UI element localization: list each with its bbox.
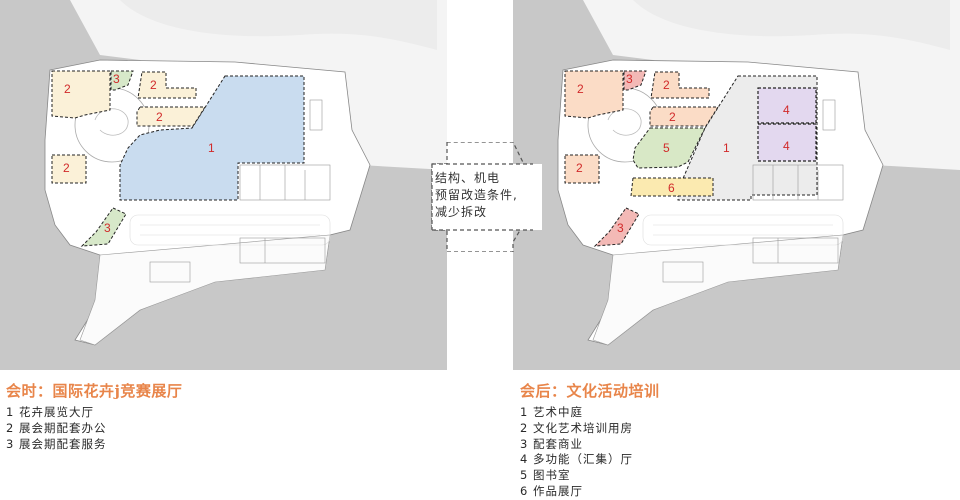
legend-item: 4 多功能（汇集）厅 (520, 452, 633, 467)
zone-2-office-b (137, 71, 197, 99)
legend-item: 3 配套商业 (520, 436, 583, 451)
legend-before: 1 花卉展览大厅 2 展会期配套办公 3 展会期配套服务 (6, 405, 182, 452)
zone-2-office-a (51, 70, 111, 119)
zone-2-training-d (564, 154, 600, 184)
zone-6-label: 6 (668, 181, 675, 195)
zone-3-label-a: 3 (113, 72, 120, 86)
plan-after-panel: 1 2 2 2 2 3 3 4 4 5 6 (513, 0, 960, 370)
zone-4-label-b: 4 (783, 139, 790, 153)
service-rooms (149, 99, 331, 283)
lawn-area (120, 0, 437, 50)
zone-2-label-c: 2 (156, 110, 163, 124)
caption-after-title: 会后：文化活动培训 (520, 382, 660, 400)
zone-3-service-a (110, 70, 134, 91)
lower-wing (592, 234, 844, 346)
legend-item: 2 展会期配套办公 (6, 420, 107, 435)
legend-item: 1 艺术中庭 (520, 405, 583, 419)
zone-2-training-b (650, 71, 710, 99)
caption-after: 会后：文化活动培训 1 艺术中庭 2 文化艺术培训用房 3 配套商业 4 多功能… (520, 380, 660, 500)
zone-2-label-a: 2 (64, 82, 71, 96)
zone-5-label: 5 (663, 141, 670, 155)
zone-2-label-b: 2 (663, 78, 670, 92)
zone-2-training-c (649, 106, 719, 127)
legend-item: 5 图书室 (520, 468, 571, 483)
zone-2-label-c: 2 (669, 110, 676, 124)
legend-item: 6 作品展厅 (520, 483, 583, 498)
zone-2-training-a (564, 70, 624, 119)
zone-3-retail-a (623, 70, 647, 91)
zone-1-label: 1 (208, 141, 215, 155)
service-rooms (662, 99, 844, 283)
zone-5-library (632, 127, 706, 169)
zone-3-label-b: 3 (617, 221, 624, 235)
zone-2-label-d: 2 (63, 161, 70, 175)
zone-1-exhibition-hall (119, 75, 305, 201)
legend-item: 1 花卉展览大厅 (6, 405, 94, 419)
zone-3-label-a: 3 (626, 72, 633, 86)
lawn-area (633, 0, 950, 50)
transition-note: 结构、机电 预留改造条件, 减少拆改 (435, 170, 518, 221)
floor-plan-after: 1 2 2 2 2 3 3 4 4 5 6 (557, 0, 960, 346)
legend-after: 1 艺术中庭 2 文化艺术培训用房 3 配套商业 4 多功能（汇集）厅 5 图书… (520, 405, 660, 500)
zone-1-label: 1 (723, 141, 730, 155)
zone-4-label-a: 4 (783, 103, 790, 117)
zone-2-label-d: 2 (576, 161, 583, 175)
transition-line-3: 减少拆改 (435, 205, 488, 219)
zone-2-office-d (51, 154, 87, 184)
transition-line-1: 结构、机电 (435, 171, 501, 185)
transition-line-2: 预留改造条件, (435, 188, 518, 202)
zone-2-office-c (136, 106, 206, 127)
zone-6-gallery (630, 177, 714, 197)
zone-2-label-a: 2 (577, 82, 584, 96)
zone-3-label-b: 3 (104, 221, 111, 235)
zone-4-multipurpose-hall-b (757, 123, 817, 162)
caption-before-title: 会时：国际花卉j竞赛展厅 (6, 382, 183, 400)
zone-2-label-b: 2 (150, 78, 157, 92)
parking-grid (642, 214, 844, 246)
legend-item: 3 展会期配套服务 (6, 436, 107, 451)
transition-arrow-icon (431, 142, 542, 252)
zone-4-multipurpose-hall-a (757, 87, 817, 124)
zone-3-retail-b (593, 207, 640, 247)
parking-grid (129, 214, 331, 246)
plan-before-panel: 1 2 2 2 2 3 3 (0, 0, 447, 370)
legend-item: 2 文化艺术培训用房 (520, 420, 633, 435)
floor-plan-before: 1 2 2 2 2 3 3 (44, 0, 447, 346)
caption-before: 会时：国际花卉j竞赛展厅 1 花卉展览大厅 2 展会期配套办公 3 展会期配套服… (6, 380, 182, 452)
zone-3-service-b (80, 207, 127, 247)
lower-wing (79, 234, 331, 346)
